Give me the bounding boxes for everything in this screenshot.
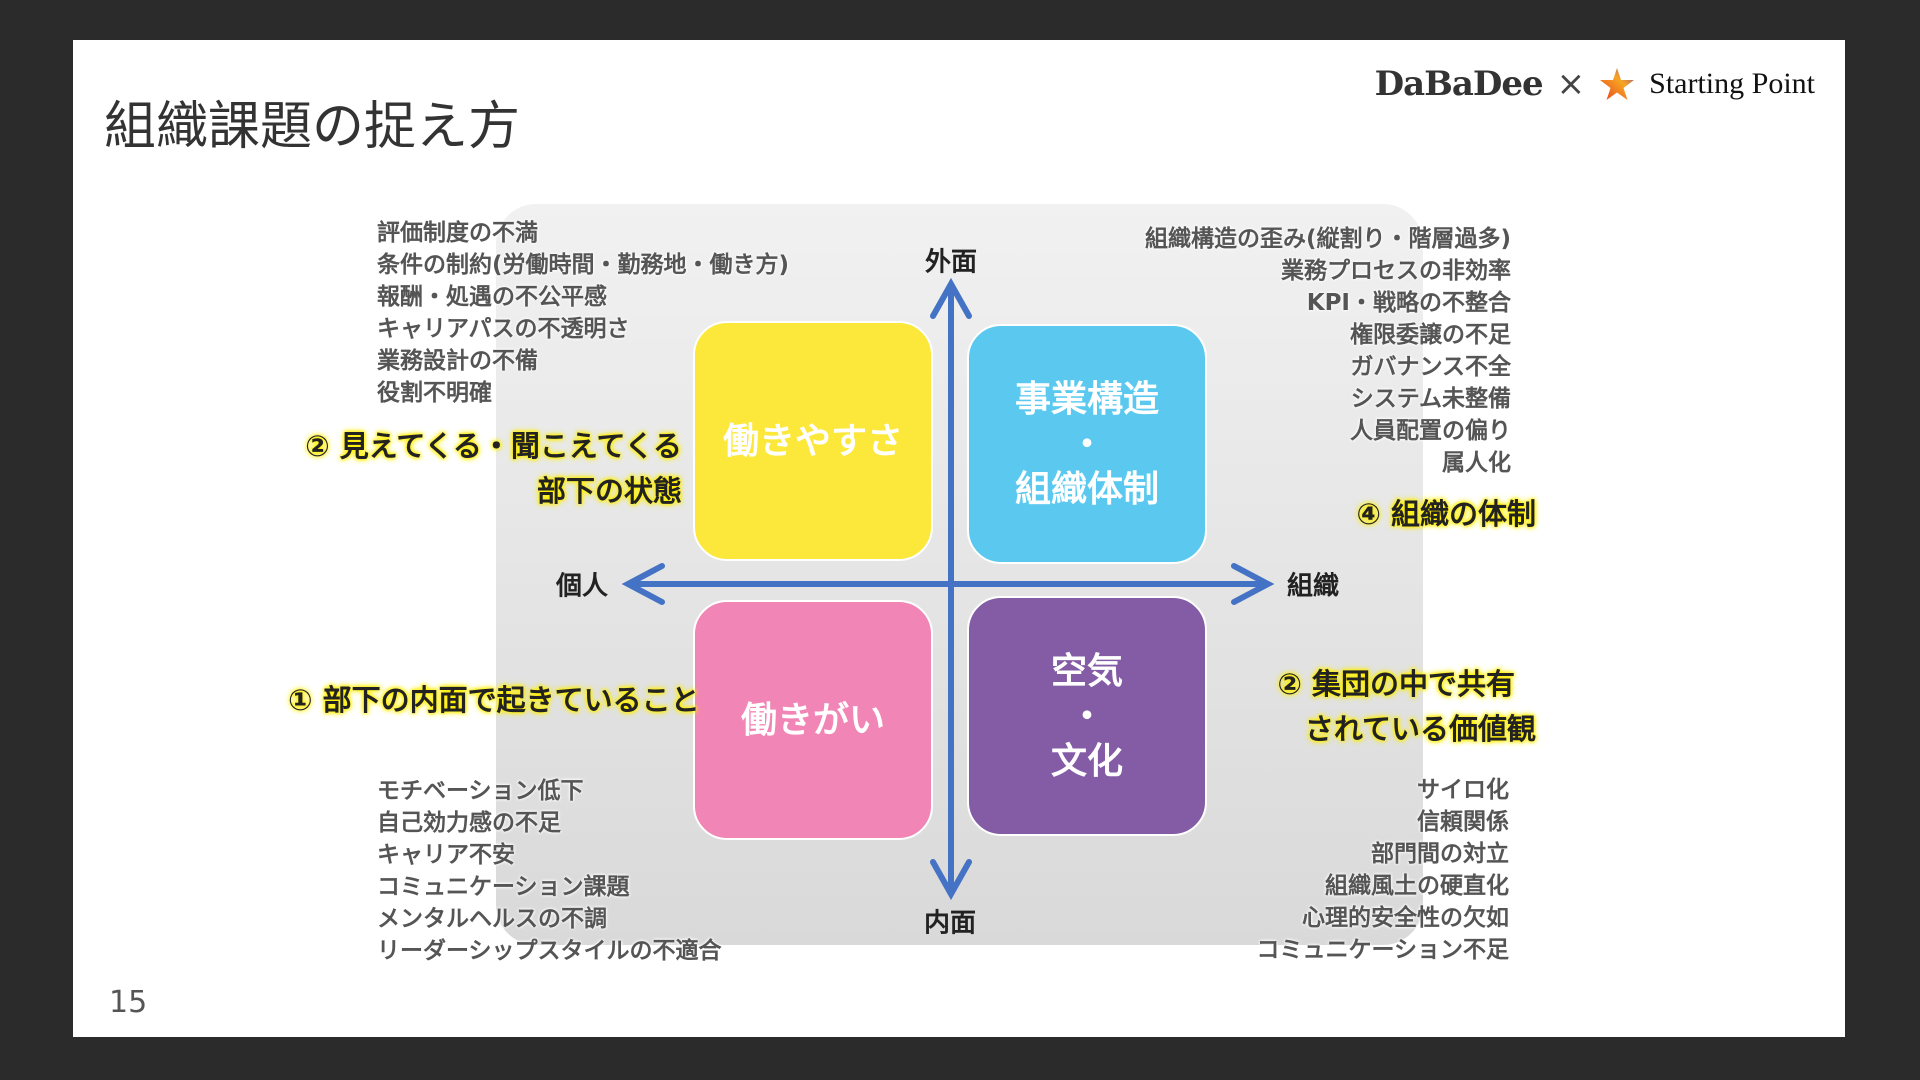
list-item: キャリア不安	[377, 842, 515, 868]
list-item: 組織構造の歪み(縦割り・階層過多)	[1144, 226, 1511, 252]
list-bottom-left: モチベーション低下 自己効力感の不足 キャリア不安 コミュニケーション課題 メン…	[377, 775, 722, 967]
quadrant-business-structure: 事業構造 ・ 組織体制	[967, 324, 1207, 564]
annotation-visible-state: ② 見えてくる・聞こえてくる 部下の状態	[305, 424, 682, 514]
list-item: 権限委譲の不足	[1350, 322, 1511, 348]
collab-separator: ×	[1556, 64, 1586, 104]
annotation-line: ② 集団の中で共有	[1277, 667, 1515, 701]
list-item: 業務プロセスの非効率	[1281, 258, 1511, 284]
quadrant-culture: 空気 ・ 文化	[967, 596, 1207, 836]
annotation-org-structure: ④ 組織の体制	[1356, 492, 1536, 537]
list-item: 評価制度の不満	[377, 220, 538, 246]
list-item: キャリアパスの不透明さ	[377, 316, 630, 342]
list-item: 条件の制約(労働時間・勤務地・働き方)	[377, 252, 790, 278]
star-icon	[1600, 68, 1635, 100]
list-item: 組織風土の硬直化	[1325, 873, 1509, 899]
quadrant-label: 事業構造	[1014, 378, 1159, 420]
list-item: KPI・戦略の不整合	[1306, 290, 1511, 316]
list-item: 信頼関係	[1417, 809, 1509, 835]
annotation-line: ① 部下の内面で起きていること	[288, 683, 700, 717]
quadrant-separator: ・	[1068, 695, 1105, 737]
list-item: 心理的安全性の欠如	[1302, 905, 1509, 931]
annotation-shared-values: ② 集団の中で共有 されている価値観	[1277, 662, 1536, 752]
starting-point-logo: Starting Point	[1649, 67, 1815, 100]
quadrant-label: 組織体制	[1014, 468, 1159, 510]
list-item: 役割不明確	[377, 380, 492, 406]
arrow-left-icon	[621, 563, 665, 605]
quadrant-label: 働きがい	[740, 699, 885, 741]
annotation-line: ② 見えてくる・聞こえてくる	[305, 429, 682, 463]
quadrant-work-ease: 働きやすさ	[693, 321, 933, 561]
axis-label-external: 外面	[924, 247, 978, 278]
list-item: 人員配置の偏り	[1350, 418, 1511, 444]
annotation-inner-state: ① 部下の内面で起きていること	[288, 678, 700, 723]
list-item: システム未整備	[1350, 386, 1511, 412]
list-item: メンタルヘルスの不調	[377, 906, 607, 932]
list-bottom-right: サイロ化 信頼関係 部門間の対立 組織風土の硬直化 心理的安全性の欠如 コミュニ…	[1256, 774, 1509, 966]
quadrant-separator: ・	[1068, 423, 1105, 465]
arrow-down-icon	[930, 859, 972, 901]
list-top-right: 組織構造の歪み(縦割り・階層過多) 業務プロセスの非効率 KPI・戦略の不整合 …	[1145, 223, 1511, 479]
axis-label-organization: 組織	[1286, 571, 1340, 602]
slide-title: 組織課題の捉え方	[104, 97, 521, 157]
list-item: モチベーション低下	[377, 778, 584, 804]
list-item: コミュニケーション不足	[1256, 937, 1509, 963]
quadrant-label: 働きやすさ	[722, 420, 903, 462]
axis-label-individual: 個人	[555, 571, 609, 602]
list-item: 属人化	[1442, 450, 1511, 476]
list-item: 業務設計の不備	[377, 348, 538, 374]
axes	[621, 277, 1275, 901]
axis-label-internal: 内面	[923, 908, 977, 939]
arrow-right-icon	[1231, 563, 1275, 605]
list-item: 報酬・処遇の不公平感	[377, 284, 607, 310]
page-number: 15	[109, 985, 148, 1020]
list-item: サイロ化	[1417, 777, 1509, 803]
partner-logos: DaBaDee × Starting Point	[1375, 64, 1815, 104]
arrow-up-icon	[930, 277, 972, 319]
list-top-left: 評価制度の不満 条件の制約(労働時間・勤務地・働き方) 報酬・処遇の不公平感 キ…	[377, 217, 789, 409]
dabadee-logo: DaBaDee	[1374, 64, 1544, 104]
quadrant-label: 空気	[1050, 650, 1123, 692]
annotation-line: ④ 組織の体制	[1356, 497, 1536, 531]
quadrant-label: 文化	[1050, 740, 1123, 782]
list-item: リーダーシップスタイルの不適合	[377, 938, 722, 964]
annotation-line: されている価値観	[1304, 712, 1536, 746]
list-item: 部門間の対立	[1371, 841, 1509, 867]
annotation-line: 部下の状態	[536, 474, 682, 508]
list-item: 自己効力感の不足	[377, 810, 561, 836]
list-item: コミュニケーション課題	[377, 874, 630, 900]
slide: 組織課題の捉え方 DaBaDee × Starting Point 働きやすさ …	[73, 40, 1845, 1037]
quadrant-work-purpose: 働きがい	[693, 600, 933, 840]
list-item: ガバナンス不全	[1350, 354, 1511, 380]
